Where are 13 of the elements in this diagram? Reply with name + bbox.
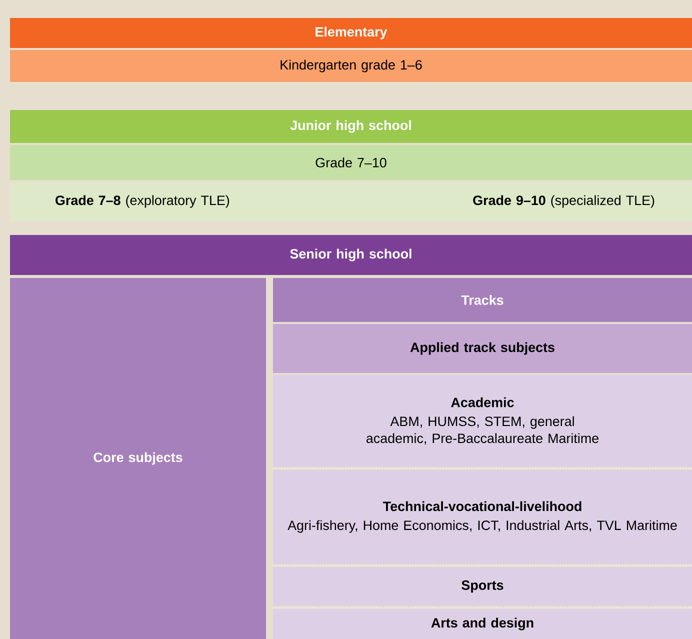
track-box: Sports [273, 567, 692, 606]
level-header-band: Junior high school [10, 110, 692, 143]
grade-band: Grade 7–10 [10, 145, 692, 180]
track-box: Technical-vocational-livelihood Agri-fishery, Home Economics, ICT, Industrial Arts, TVL Maritime [273, 470, 692, 564]
track-box: Arts and design [273, 609, 692, 639]
grade-band: Kindergarten grade 1–6 [10, 50, 692, 82]
track-box: Academic ABM, HUMSS, STEM, general academic, Pre-Baccalaureate Maritime [273, 375, 692, 467]
subheader-band: Applied track subjects [273, 324, 692, 373]
tracks-header-band: Tracks [273, 278, 692, 322]
grade-band: Grade 7–8 (exploratory TLE) Grade 9–10 (specialized TLE) [10, 182, 692, 221]
core-subjects-panel: Core subjects [10, 278, 266, 639]
level-header-band: Senior high school [10, 235, 692, 275]
level-header-band: Elementary [10, 18, 692, 48]
